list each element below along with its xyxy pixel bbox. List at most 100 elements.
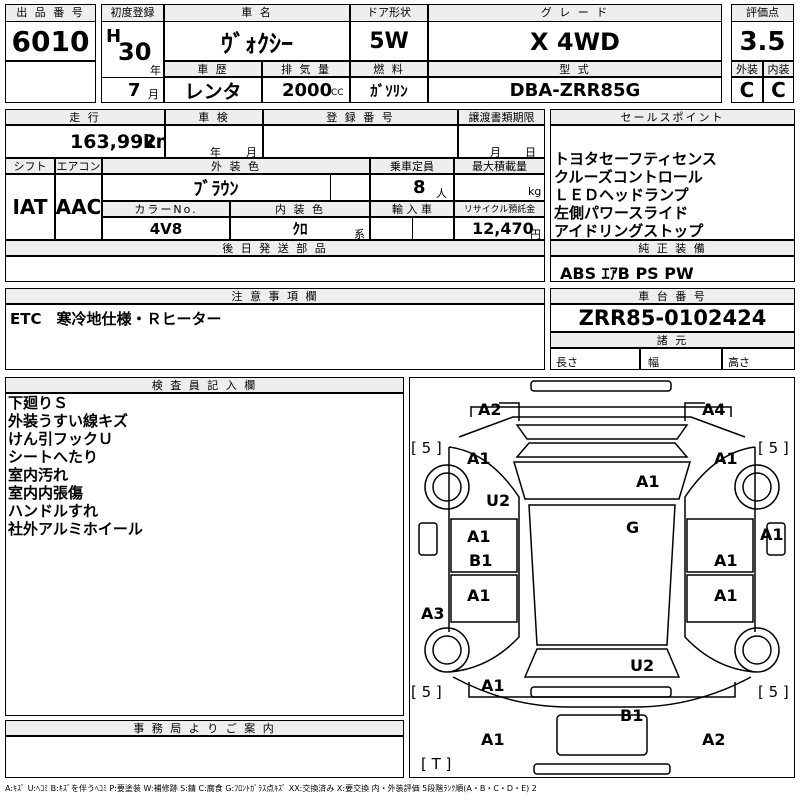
model-code: DBA-ZRR85G <box>509 79 641 101</box>
reg-year: 30 <box>118 38 152 66</box>
reg-label: 初度登録 <box>101 4 164 22</box>
damage-mark: G <box>626 518 640 537</box>
sales-item: クルーズコントロール <box>554 168 703 186</box>
regno-label: 登 録 番 号 <box>263 109 458 125</box>
score: 3.5 <box>739 26 786 57</box>
grade-label: グ レ ー ド <box>428 4 722 22</box>
name-label: 車 名 <box>164 4 350 22</box>
history-label: 車 歴 <box>164 61 262 77</box>
tire-tread: [ 5 ] <box>758 439 789 457</box>
disp-label: 排 気 量 <box>262 61 350 77</box>
transfer-label: 譲渡書類期限 <box>458 109 545 125</box>
mileage-box <box>5 125 165 158</box>
damage-mark: A1 <box>481 730 505 749</box>
dims-length-box <box>550 348 640 370</box>
door-type: 5W <box>369 29 409 54</box>
load-unit: kg <box>528 185 542 198</box>
transfer-day-unit: 日 <box>525 146 536 159</box>
notes: ETC 寒冷地仕様・Ｒヒーター <box>10 310 222 328</box>
interior-color: ｸﾛ <box>292 220 308 238</box>
regno-box <box>263 125 458 158</box>
damage-mark: A1 <box>636 472 660 491</box>
legend: A:ｷｽﾞ U:ﾍｺﾐ B:ｷｽﾞを伴うﾍｺﾐ P:要塗装 W:補修跡 S:錆 … <box>5 784 537 793</box>
ext-grade: C <box>739 78 755 102</box>
int-box <box>763 77 794 103</box>
inspector-line: 室内内張傷 <box>8 484 84 502</box>
color-box <box>102 174 370 201</box>
int-label: 内装 <box>763 61 794 77</box>
dims-height-box <box>722 348 795 370</box>
damage-mark: A1 <box>467 449 491 468</box>
inspect-month-unit: 月 <box>246 146 257 159</box>
car-name: ｳﾞｫｸｼｰ <box>221 30 293 58</box>
inspector-list: 下廻りＳ 外装うすい線キズ けん引フックＵ シートへたり 室内汚れ 室内内張傷 … <box>8 394 143 538</box>
reg-year-unit: 年 <box>150 64 161 77</box>
dims-width-box <box>640 348 722 370</box>
seats-label: 乗車定員 <box>370 158 454 174</box>
reg-month-divider <box>101 77 164 78</box>
chassis-box <box>550 304 795 332</box>
chassis-label: 車 台 番 号 <box>550 288 795 304</box>
damage-mark: A2 <box>478 400 502 419</box>
inspect-label: 車 検 <box>165 109 263 125</box>
history-box <box>164 77 262 103</box>
later-label: 後 日 発 送 部 品 <box>5 240 545 256</box>
tire-tread: [ 5 ] <box>411 439 442 457</box>
door-label: ドア形状 <box>350 4 428 22</box>
sales-item: トヨタセーフティセンス <box>554 150 717 168</box>
damage-mark: A1 <box>467 527 491 546</box>
equip-box <box>550 256 795 282</box>
model-box <box>428 77 722 103</box>
body-color: ﾌﾞﾗｳﾝ <box>193 178 239 200</box>
tire-tread: [ 5 ] <box>411 683 442 701</box>
transfer-box <box>458 125 545 158</box>
colorno-label: カラーNo. <box>102 201 230 217</box>
notes-label: 注 意 事 項 欄 <box>5 288 545 304</box>
reg-month: 7 <box>128 80 141 101</box>
int-grade: C <box>771 78 786 102</box>
sales-label: セールスポイント <box>550 109 795 125</box>
import-label: 輸 入 車 <box>370 201 454 217</box>
score-label: 評価点 <box>731 4 794 22</box>
color-label: 外 装 色 <box>102 158 370 174</box>
disp-unit: CC <box>331 88 344 98</box>
sales-item: 左側パワースライド <box>554 204 689 222</box>
damage-mark: A1 <box>714 551 738 570</box>
sales-box <box>550 125 795 240</box>
equip-label: 純 正 装 備 <box>550 240 795 256</box>
seats: 8 <box>413 177 426 198</box>
mileage: 163,992 <box>70 131 157 153</box>
grade: X 4WD <box>530 27 620 56</box>
ac-label: エアコン <box>55 158 102 174</box>
recycle-label: リサイクル預託金 <box>454 201 545 217</box>
inspector-box <box>5 393 404 716</box>
inspector-line: 社外アルミホイール <box>8 520 143 538</box>
intcolor-unit: 系 <box>354 228 365 241</box>
damage-mark: A1 <box>714 586 738 605</box>
damage-mark: B1 <box>620 706 644 725</box>
ext-label: 外装 <box>731 61 763 77</box>
damage-mark: A1 <box>714 449 738 468</box>
shift: IAT <box>12 195 48 219</box>
sales-item: ＬＥＤヘッドランプ <box>554 186 689 204</box>
fuel: ｶﾞｿﾘﾝ <box>370 81 408 100</box>
tire-tread: [ 5 ] <box>758 683 789 701</box>
damage-mark: A4 <box>702 400 726 419</box>
equipment: ABS ｴｱB PS PW <box>560 264 694 283</box>
seats-box <box>370 174 454 201</box>
shift-label: シフト <box>5 158 55 174</box>
diagram-box <box>409 377 795 778</box>
damage-mark: A1 <box>481 676 505 695</box>
ext-box <box>731 77 763 103</box>
model-label: 型 式 <box>428 61 722 77</box>
sales-list: トヨタセーフティセンス クルーズコントロール ＬＥＤヘッドランプ 左側パワースラ… <box>554 150 717 240</box>
fuel-label: 燃 料 <box>350 61 428 77</box>
recycle-fee: 12,470 <box>472 219 534 238</box>
inspector-line: ハンドルすれ <box>8 502 99 520</box>
dims-width: 幅 <box>648 356 659 369</box>
damage-mark: A2 <box>702 730 726 749</box>
recycle-unit: 円 <box>530 228 541 241</box>
disp-box <box>262 77 350 103</box>
office-box <box>5 736 404 778</box>
lot-label: 出 品 番 号 <box>5 4 96 22</box>
